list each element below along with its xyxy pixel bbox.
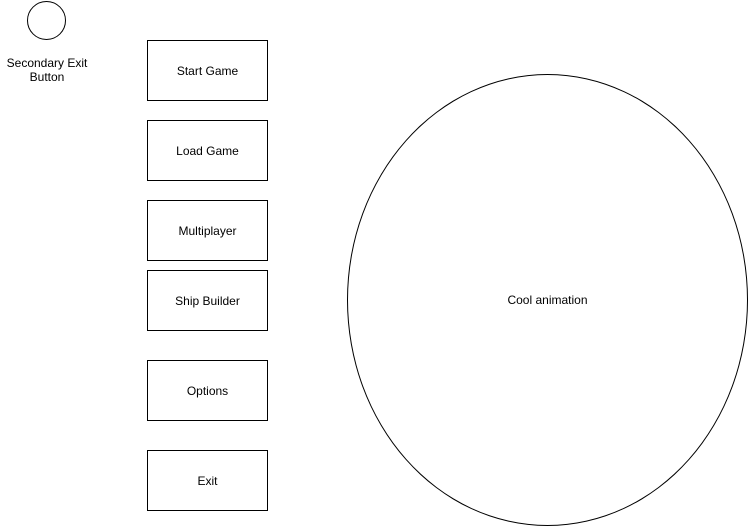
ship-builder-button[interactable]: Ship Builder — [147, 270, 268, 331]
secondary-exit-button[interactable] — [27, 1, 66, 40]
animation-area: Cool animation — [347, 74, 748, 526]
animation-label: Cool animation — [507, 293, 588, 307]
start-game-button[interactable]: Start Game — [147, 40, 268, 101]
secondary-exit-label: Secondary Exit Button — [6, 56, 88, 84]
options-button[interactable]: Options — [147, 360, 268, 421]
load-game-button[interactable]: Load Game — [147, 120, 268, 181]
exit-button[interactable]: Exit — [147, 450, 268, 511]
multiplayer-button[interactable]: Multiplayer — [147, 200, 268, 261]
